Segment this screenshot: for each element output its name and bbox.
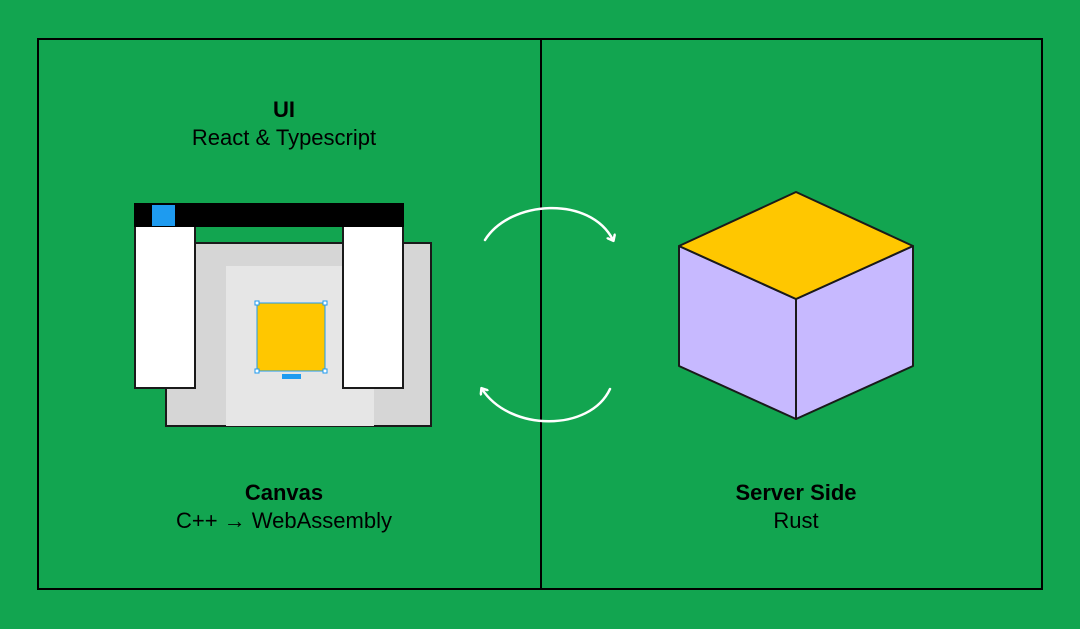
arrow-to-canvas-icon xyxy=(482,389,612,423)
selection-handle-top-left xyxy=(254,300,260,306)
server-subtitle: Rust xyxy=(773,508,819,533)
canvas-subtitle: C++ → WebAssembly xyxy=(175,508,392,533)
arrow-to-server-icon xyxy=(483,206,613,240)
cube-icon xyxy=(678,191,914,420)
selection-handle-top-right xyxy=(322,300,328,306)
browser-window-illustration xyxy=(134,203,432,427)
cube-top-face xyxy=(678,191,914,300)
dimension-badge xyxy=(282,374,301,379)
canvas-label-group: Canvas C++ → WebAssembly xyxy=(134,479,434,535)
selection-handle-bottom-left xyxy=(254,368,260,374)
right-panel xyxy=(342,225,404,389)
toolbar xyxy=(134,203,404,227)
server-title: Server Side xyxy=(735,480,857,505)
canvas-title: Canvas xyxy=(244,480,324,505)
selection-handle-bottom-right xyxy=(322,368,328,374)
ui-subtitle: React & Typescript xyxy=(191,125,377,150)
sync-arrows-icon xyxy=(482,206,613,423)
server-label-group: Server Side Rust xyxy=(646,479,946,535)
panel-divider xyxy=(540,38,542,590)
ui-label-group: UI React & Typescript xyxy=(134,96,434,152)
ui-title: UI xyxy=(273,97,295,122)
selected-shape xyxy=(256,302,326,372)
left-panel xyxy=(134,225,196,389)
toolbar-tool-icon xyxy=(152,205,175,226)
